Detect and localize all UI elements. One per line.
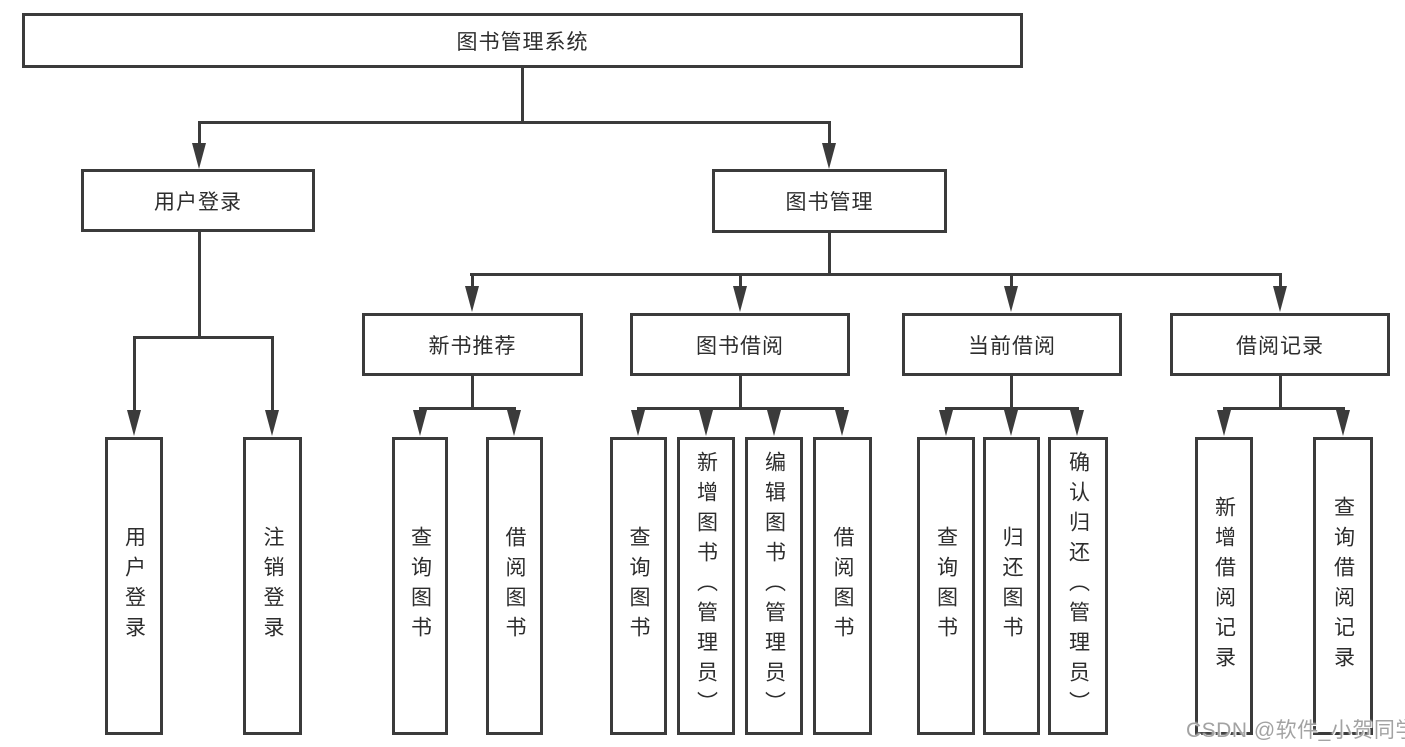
node-current-borrow-label: 当前借阅 (968, 334, 1056, 358)
connector-ul-logout-drop (271, 336, 274, 414)
connector-user-login-branch (133, 336, 274, 339)
arrow-down-icon (835, 410, 849, 436)
node-br-query-record: 查询借阅记录 (1313, 437, 1373, 735)
node-borrow-record: 借阅记录 (1170, 313, 1390, 376)
node-cb-confirm-return: 确认归还（管理员） (1048, 437, 1108, 735)
connector-bb-stem (739, 376, 742, 410)
node-bb-add-books: 新增图书（管理员） (677, 437, 735, 735)
arrow-down-icon (699, 410, 713, 436)
node-bb-query-books-label: 查询图书 (627, 526, 650, 646)
connector-br-branch (1223, 407, 1344, 410)
node-bb-borrow-books-label: 借阅图书 (831, 526, 854, 646)
arrow-down-icon (265, 410, 279, 436)
connector-nbr-branch (419, 407, 516, 410)
connector-root-stem (521, 68, 524, 124)
node-bb-edit-books-label: 编辑图书（管理员） (762, 451, 786, 721)
node-cb-query-books-label: 查询图书 (934, 526, 958, 646)
node-br-add-record-label: 新增借阅记录 (1212, 496, 1236, 676)
arrow-down-icon (127, 410, 141, 436)
node-bb-edit-books: 编辑图书（管理员） (745, 437, 803, 735)
node-borrow-record-label: 借阅记录 (1236, 334, 1324, 358)
node-cb-confirm-return-label: 确认归还（管理员） (1066, 451, 1090, 721)
node-new-book-rec: 新书推荐 (362, 313, 583, 376)
connector-user-login-drop (198, 121, 201, 147)
node-br-query-record-label: 查询借阅记录 (1331, 496, 1355, 676)
connector-current-borrow-drop (1010, 273, 1013, 289)
node-book-mgmt: 图书管理 (712, 169, 947, 233)
connector-book-mgmt-drop (828, 121, 831, 147)
node-ul-user-login-label: 用户登录 (122, 526, 146, 646)
arrow-down-icon (631, 410, 645, 436)
node-system: 图书管理系统 (22, 13, 1023, 68)
node-user-login-label: 用户登录 (154, 190, 242, 214)
node-book-borrow-label: 图书借阅 (696, 334, 784, 358)
node-book-borrow: 图书借阅 (630, 313, 850, 376)
connector-borrow-record-drop (1279, 273, 1282, 289)
node-bb-add-books-label: 新增图书（管理员） (694, 451, 718, 721)
arrow-down-icon (1004, 410, 1018, 436)
arrow-down-icon (767, 410, 781, 436)
arrow-down-icon (465, 286, 479, 312)
node-nbr-borrow-books: 借阅图书 (486, 437, 543, 735)
arrow-down-icon (939, 410, 953, 436)
watermark: CSDN @软件_小贺同学 (1186, 719, 1405, 742)
connector-bb-branch (637, 407, 843, 410)
node-cb-query-books: 查询图书 (917, 437, 975, 735)
arrow-down-icon (1336, 410, 1350, 436)
connector-book-borrow-drop (739, 273, 742, 289)
node-cb-return-books-label: 归还图书 (1000, 526, 1023, 646)
node-ul-user-login: 用户登录 (105, 437, 163, 735)
node-bb-borrow-books: 借阅图书 (813, 437, 872, 735)
node-bb-query-books: 查询图书 (610, 437, 667, 735)
arrow-down-icon (507, 410, 521, 436)
node-current-borrow: 当前借阅 (902, 313, 1122, 376)
connector-user-login-stem (198, 232, 201, 339)
arrow-down-icon (1070, 410, 1084, 436)
node-nbr-query-books: 查询图书 (392, 437, 448, 735)
connector-book-mgmt-stem (828, 233, 831, 276)
node-nbr-query-books-label: 查询图书 (408, 526, 432, 646)
node-br-add-record: 新增借阅记录 (1195, 437, 1253, 735)
node-new-book-rec-label: 新书推荐 (428, 334, 517, 358)
connector-level3-branch (470, 273, 1282, 276)
node-nbr-borrow-books-label: 借阅图书 (503, 526, 526, 646)
arrow-down-icon (822, 143, 836, 169)
node-book-mgmt-label: 图书管理 (785, 191, 874, 214)
arrow-down-icon (1004, 286, 1018, 312)
connector-nbr-stem (471, 376, 474, 410)
connector-cb-stem (1010, 376, 1013, 410)
connector-ul-login-drop (133, 336, 136, 414)
arrow-down-icon (413, 410, 427, 436)
connector-level2-branch (198, 121, 831, 124)
arrow-down-icon (1217, 410, 1231, 436)
node-user-login: 用户登录 (81, 169, 315, 232)
arrow-down-icon (1273, 286, 1287, 312)
arrow-down-icon (192, 143, 206, 169)
connector-new-book-rec-drop (471, 273, 474, 289)
connector-br-stem (1279, 376, 1282, 410)
node-system-label: 图书管理系统 (456, 30, 589, 54)
arrow-down-icon (733, 286, 747, 312)
node-cb-return-books: 归还图书 (983, 437, 1040, 735)
node-ul-logout-label: 注销登录 (261, 526, 284, 646)
node-ul-logout: 注销登录 (243, 437, 302, 735)
